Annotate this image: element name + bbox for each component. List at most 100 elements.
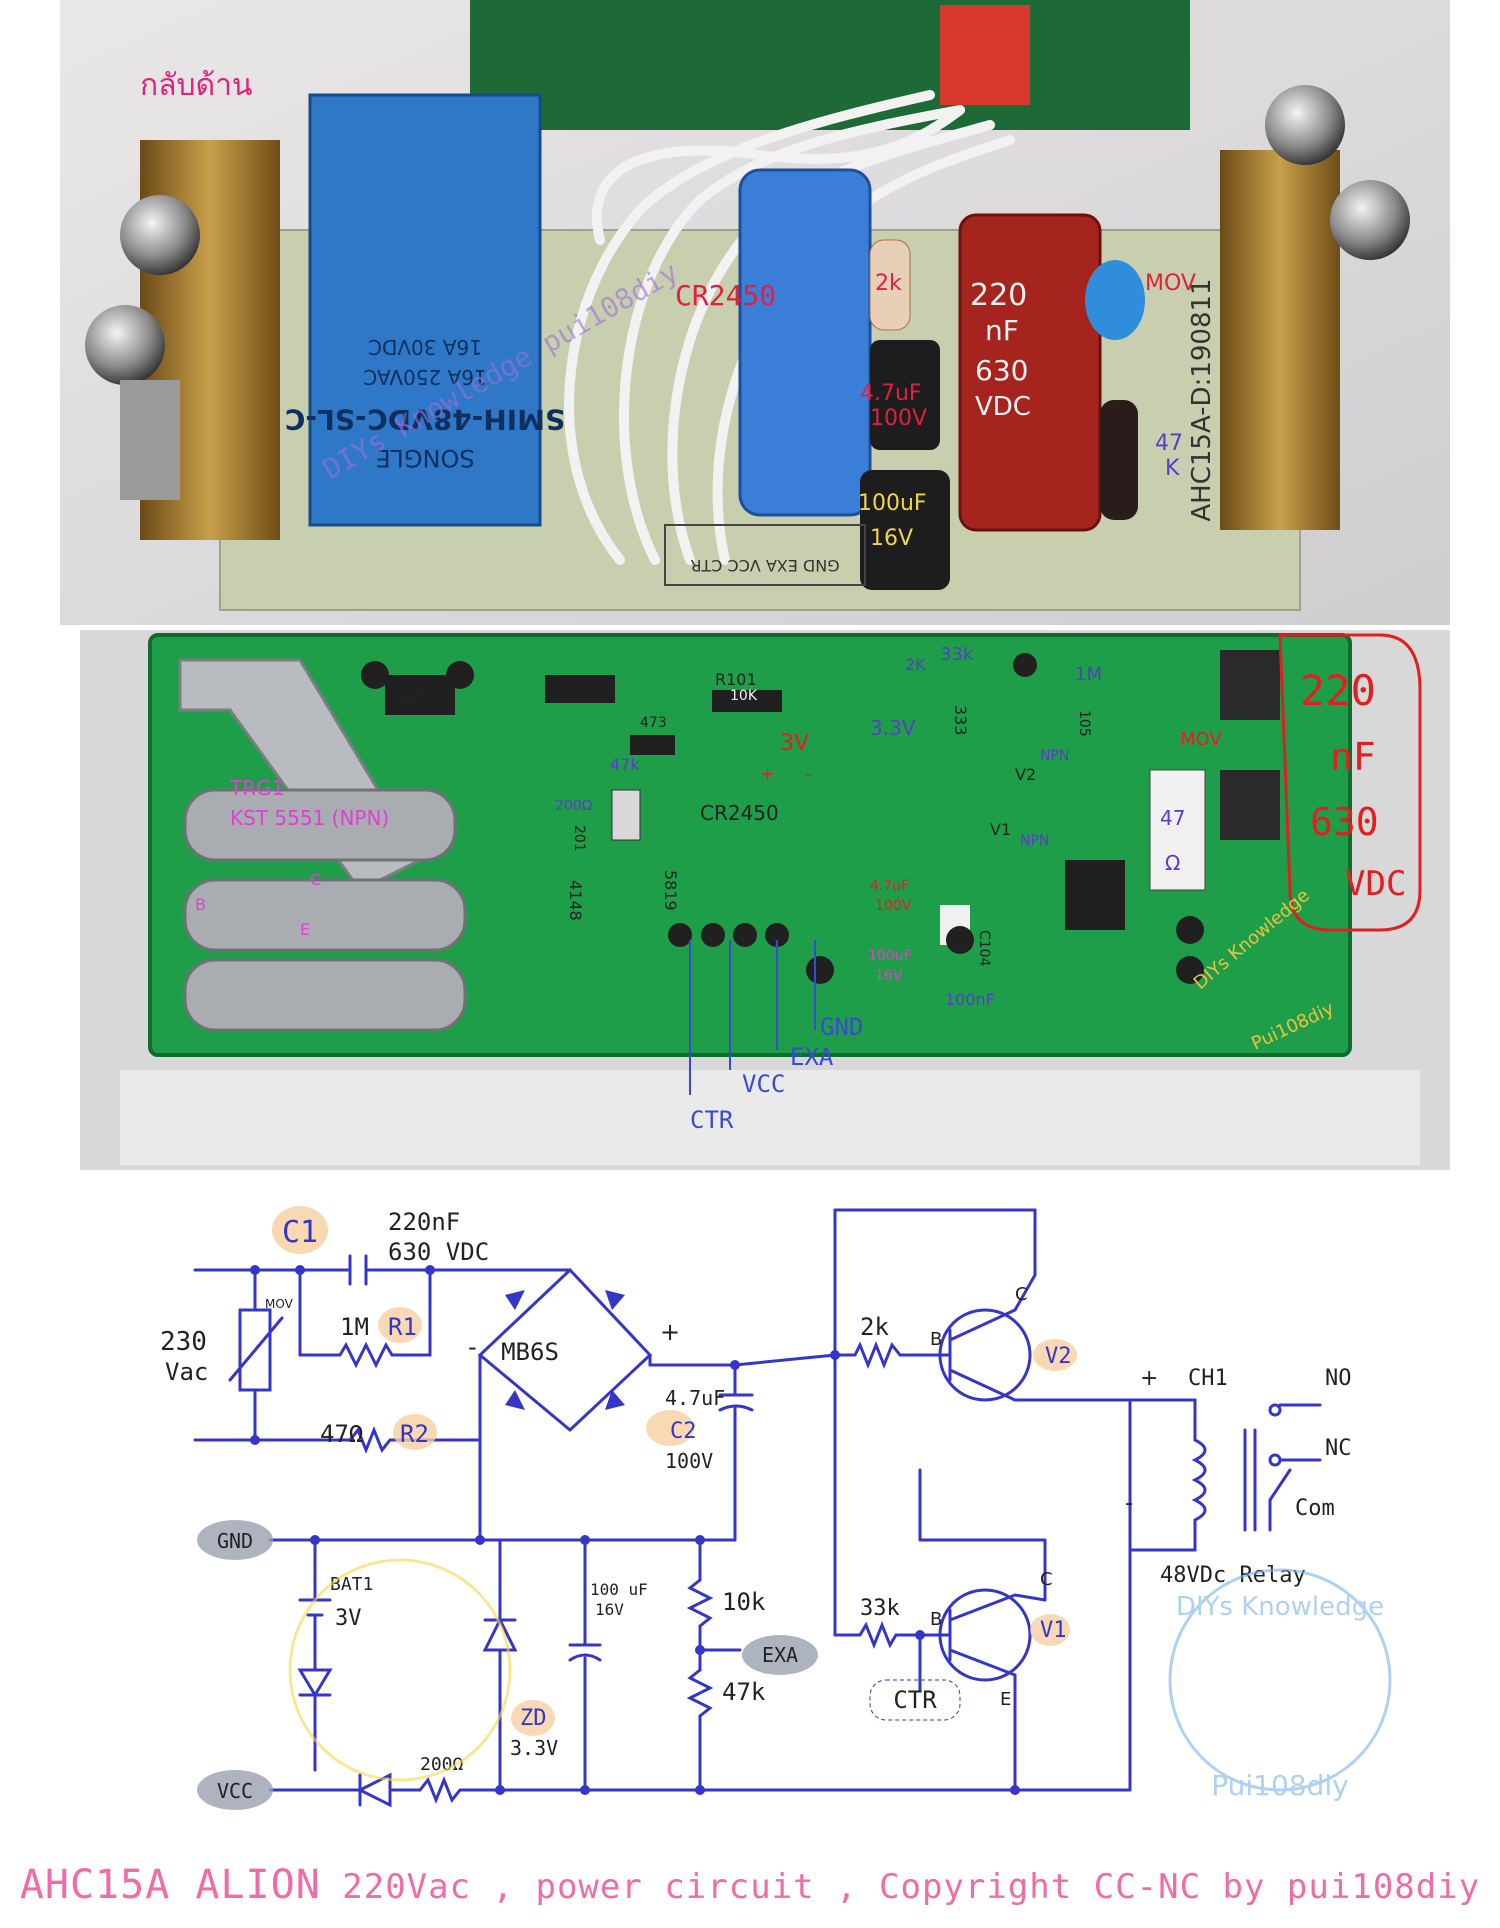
label-v1-c: C [1040,1569,1053,1590]
label-5819: 5819 [661,870,680,911]
label-kst: KST 5551 (NPN) [230,806,389,830]
relay-label-3: 16A 250VAC [363,365,486,389]
label-105: 105 [1076,710,1092,737]
label-zener-3v3: 3.3V [870,716,916,740]
label-1m: 1M [1075,664,1102,685]
label-10k: 10K [730,688,758,704]
label-e: E [300,920,310,939]
label-v1-e: E [1000,1689,1011,1710]
pin-exa: EXA [790,1043,834,1071]
annotation-c100-2: 16V [870,526,913,551]
label-200r: 200Ω [555,798,593,814]
label-ac-v: 230 [160,1327,207,1357]
annotation-c100-1: 100uF [858,491,927,516]
annotation-cap-vdc: VDC [975,392,1031,422]
label-relay-plus: + [1140,1366,1158,1391]
enclosure-bottom [120,1070,1420,1165]
label-zd-v: 3.3V [510,1736,558,1760]
label-c100uf: 100uF [868,948,912,964]
label-r10k: 10k [722,1588,766,1616]
label-plus: + [760,764,775,785]
label-relay: 48VDc Relay [1160,1563,1306,1588]
label-3v: 3V [780,731,809,756]
label-bridge-plus: + [660,1318,680,1346]
watermark-blue-2: Pui108diy [1211,1769,1348,1802]
label-v1: V1 [1040,1618,1067,1643]
mov-varistor [1085,260,1145,340]
label-bat1: BAT1 [330,1574,373,1595]
label-mov: MOV [1180,729,1222,750]
label-v2: V2 [1045,1344,1072,1369]
label-4148: 4148 [566,880,585,921]
label-b: B [195,895,206,914]
label-c2: C2 [670,1419,697,1444]
annotation-mov: MOV [1145,271,1196,296]
footer-rest: 220Vac , power circuit , Copyright CC-NC… [320,1867,1481,1907]
resistor-smd [545,675,615,703]
annotation-cap-220: 220 [970,278,1027,313]
resistor-47-smd [1149,769,1206,891]
right-terminal-block [1220,150,1340,530]
label-bridge-minus: - [468,1333,477,1361]
screw-icon [1330,180,1410,260]
label-333: 333 [951,705,970,736]
watermark-blue-1: DIYs Knowledge [1176,1592,1384,1622]
wire-connector [664,524,866,586]
label-cr2450: CR2450 [700,801,779,825]
pin-ctr: CTR [893,1686,937,1714]
label-r101: R101 [715,670,757,689]
label-c100-2: 16V [595,1600,624,1619]
label-c100-1: 100 uF [590,1580,648,1599]
label-r2k: 2k [860,1313,889,1341]
label-r1-val: 1M [340,1313,369,1341]
label-mov: MOV [265,1297,294,1311]
label-47-ohm: 47 [1160,806,1185,830]
label-v2-c: C [1015,1284,1028,1305]
label-npn-v1: NPN [1020,833,1049,849]
diode-m7 [385,675,455,715]
capacitor-220nf [958,213,1102,532]
thai-label: กลับด้าน [140,68,252,103]
annotation-cr2450: CR2450 [675,279,776,312]
footer-caption: AHC15A ALION 220Vac , power circuit , Co… [0,1862,1500,1908]
label-no: NO [1325,1366,1352,1391]
label-c104: C104 [976,930,992,967]
label-c1: C1 [282,1215,318,1250]
pcb-bottom-side [148,633,1352,1057]
label-nc: NC [1325,1436,1352,1461]
relay-label-2: SMIH-48VDC-SL-C [285,403,565,436]
label-ac-u: Vac [165,1358,208,1386]
relay-songle [308,93,542,527]
footer-title: AHC15A ALION [19,1862,321,1908]
pin-vcc: VCC [742,1070,785,1098]
annot-cap-220: 220 [1300,666,1376,715]
label-r47k: 47k [722,1678,766,1706]
capacitor-4-7uf [870,340,940,450]
display-pcb [470,0,1190,130]
annotation-cap-630: 630 [975,354,1028,387]
pin-vcc: VCC [217,1779,253,1803]
label-c2-val: 4.7uF [665,1386,725,1410]
resistor-2k [869,239,911,331]
label-c1-val2: 630 VDC [388,1238,489,1266]
capacitor-cr2450 [738,168,872,517]
annotation-2k: 2k [875,271,902,296]
annotation-c47-2: 100V [870,406,927,431]
label-v2: V2 [1015,765,1036,784]
resistor-47 [1100,400,1138,520]
label-c1-val1: 220nF [388,1208,460,1236]
connector-label: GND EXA VCC CTR [690,556,839,575]
label-33k: 33k [940,644,974,665]
label-2k: 2K [905,655,926,674]
resistor-r101 [712,690,782,712]
pin-gnd: GND [820,1013,863,1041]
label-com: Com [1295,1496,1335,1521]
label-m7: M7 [400,690,424,709]
label-r200: 200Ω [420,1754,464,1775]
annotation-c47-1: 4.7uF [860,381,922,406]
label-v2-b: B [930,1329,942,1350]
label-r33k: 33k [860,1596,900,1621]
annot-cap-vdc: VDC [1345,864,1406,904]
label-201: 201 [571,825,587,852]
screw-icon [1265,85,1345,165]
